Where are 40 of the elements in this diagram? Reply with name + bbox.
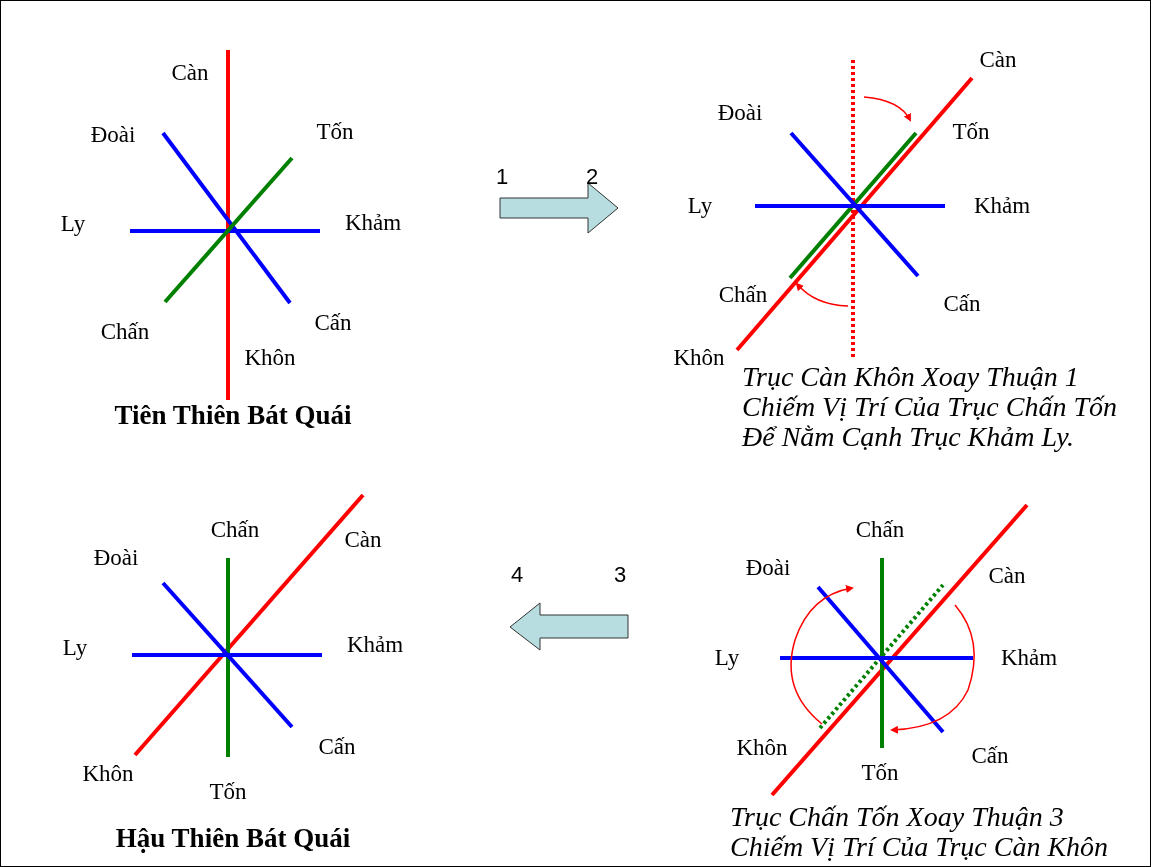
axis-label: Khôn	[736, 735, 788, 761]
axis-label: Chấn	[100, 319, 150, 345]
axis-label: Khôn	[244, 345, 296, 371]
axis-label: Ly	[687, 193, 713, 219]
axis-label: Đoài	[745, 555, 791, 581]
axis-label: Đoài	[90, 122, 136, 148]
axis-label: Ly	[62, 635, 88, 661]
axis-label: Càn	[171, 60, 209, 86]
axis-label: Khảm	[346, 632, 404, 658]
axis-label: Tốn	[316, 119, 354, 145]
axis-label: Khảm	[973, 193, 1031, 219]
axis-label: Cấn	[971, 743, 1009, 769]
axis-label: Tốn	[209, 779, 247, 805]
axis-label: Chấn	[855, 517, 905, 543]
axis-label: Chấn	[210, 517, 260, 543]
axis-label: Càn	[344, 527, 382, 553]
axis-label: Đoài	[717, 100, 763, 126]
step-number: 2	[585, 164, 599, 190]
caption: Trục Càn Khôn Xoay Thuận 1 Chiếm Vị Trí Của Trục Chấn Tốn Để Nằm Cạnh Trục Khảm Ly.	[742, 362, 1118, 452]
step-number: 1	[495, 164, 509, 190]
axis-label: Chấn	[718, 282, 768, 308]
axis-label: Đoài	[93, 545, 139, 571]
axis-label: Ly	[60, 211, 86, 237]
step-number: 3	[613, 562, 627, 588]
panel-heading: Hậu Thiên Bát Quái	[115, 823, 351, 853]
axis-label: Khôn	[82, 761, 134, 787]
axis-label: Ly	[714, 645, 740, 671]
caption: Trục Chấn Tốn Xoay Thuận 3 Chiếm Vị Trí Của Trục Càn Khôn	[730, 802, 1110, 862]
axis-label: Khảm	[344, 210, 402, 236]
axis-label: Cấn	[943, 291, 981, 317]
axis-label: Cấn	[318, 734, 356, 760]
axis-label: Càn	[988, 563, 1026, 589]
panel-heading: Tiên Thiên Bát Quái	[114, 400, 352, 430]
axis-label: Tốn	[952, 119, 990, 145]
axis-label: Khảm	[1000, 645, 1058, 671]
axis-label: Cấn	[314, 310, 352, 336]
axis-label: Tốn	[861, 760, 899, 786]
axis-label: Khôn	[673, 345, 725, 371]
step-number: 4	[510, 562, 524, 588]
axis-label: Càn	[979, 47, 1017, 73]
